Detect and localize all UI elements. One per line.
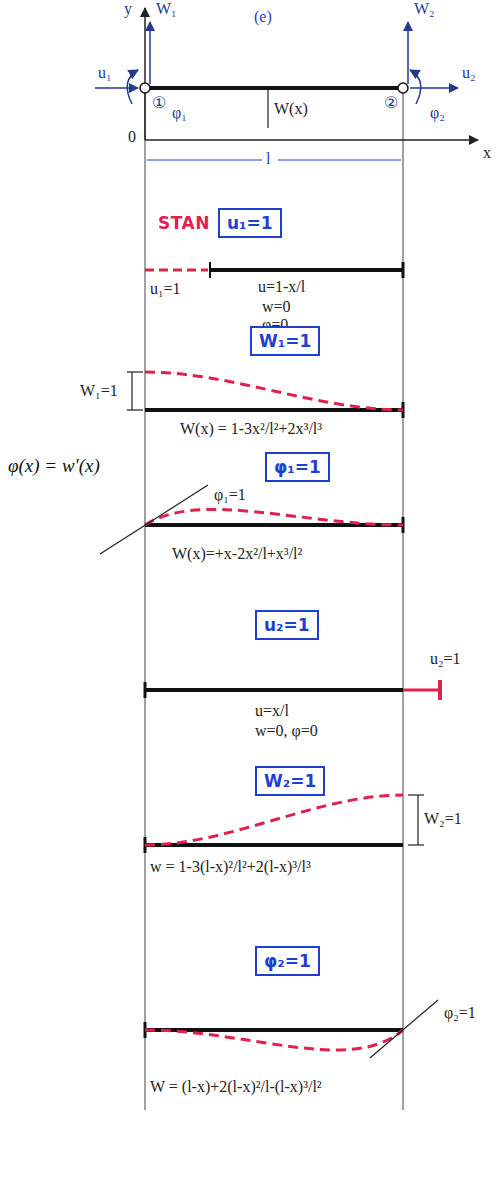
label-text: φ₁	[172, 104, 187, 122]
label-text: ①	[152, 94, 166, 112]
label-text: w=0	[262, 298, 291, 316]
label-text: u₁	[98, 64, 112, 82]
state-label: W₂=1	[255, 766, 325, 796]
state-box: W₂=1	[255, 766, 328, 796]
state-label: u₂=1	[255, 610, 319, 640]
label-text: φ₂	[430, 104, 445, 122]
state-label: u₁=1	[218, 208, 282, 238]
label-text: u=x/l	[255, 702, 289, 720]
label-text: W₁	[156, 0, 177, 18]
state-box: W₁=1	[250, 326, 323, 356]
state-label: φ₁=1	[265, 452, 330, 482]
label-text: u₂	[462, 64, 476, 82]
label-text: W(x) = 1-3x²/l²+2x³/l³	[180, 420, 322, 438]
label-text: u₁=1	[150, 280, 181, 298]
label-text: y	[124, 0, 132, 18]
state-box: STAN u₁=1	[158, 208, 284, 238]
label-text: W(x)	[274, 100, 308, 118]
label-text: W₁=1	[80, 382, 118, 400]
state-heading: STAN	[158, 213, 210, 233]
label-text: W₂=1	[424, 810, 462, 828]
state-label: φ₂=1	[255, 946, 320, 976]
label-text: W(x)=+x-2x²/l+x³/l²	[172, 545, 302, 563]
label-text: (e)	[254, 8, 272, 26]
label-text: u=1-x/l	[258, 278, 305, 296]
label-text: w=0, φ=0	[255, 722, 318, 740]
state-box: φ₁=1	[265, 452, 332, 482]
label-text: 0	[128, 128, 136, 146]
label-text: w = 1-3(l-x)²/l²+2(l-x)³/l³	[150, 858, 311, 876]
label-text: φ₂=1	[444, 1004, 476, 1022]
state-box: u₂=1	[255, 610, 321, 640]
state-label: W₁=1	[250, 326, 320, 356]
label-text: u₂=1	[430, 650, 461, 668]
label-text: x	[483, 144, 491, 162]
state-box: φ₂=1	[255, 946, 322, 976]
label-text: ②	[384, 94, 398, 112]
label-text: l	[266, 150, 270, 168]
label-text: W = (l-x)+2(l-x)²/l-(l-x)³/l²	[150, 1078, 322, 1096]
label-text: φ(x) = w'(x)	[8, 455, 100, 477]
label-text: W₂	[414, 0, 435, 18]
label-text: φ₁=1	[214, 486, 246, 504]
